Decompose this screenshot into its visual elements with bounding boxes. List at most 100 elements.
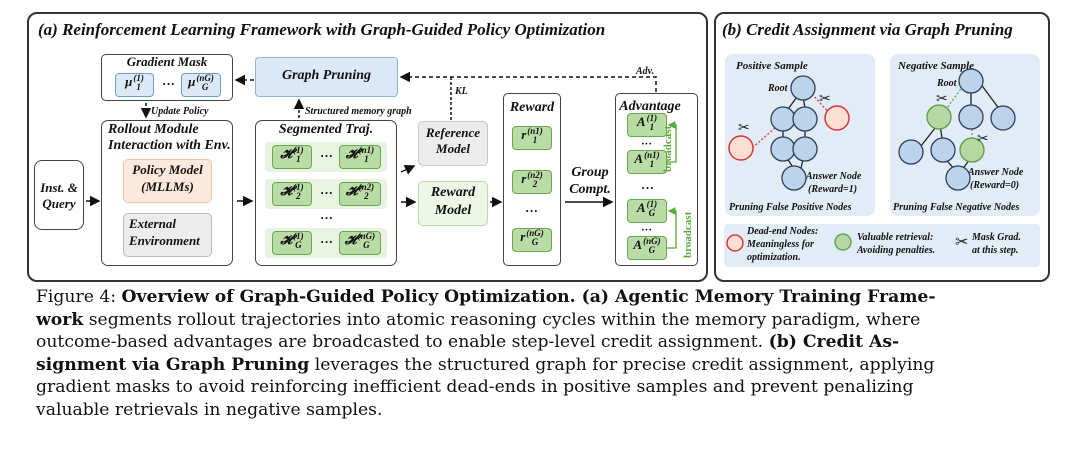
group-compt-line2: Compt. <box>569 182 611 197</box>
mu-last-sub: G <box>201 82 209 93</box>
update-policy-label: Update Policy <box>151 106 209 117</box>
pos-node-l1 <box>770 106 796 132</box>
advantage-sup: (n1) <box>644 150 660 161</box>
reward-sub: G <box>531 237 539 248</box>
neg-node-far-left <box>898 139 924 165</box>
pos-node-l2 <box>770 136 796 162</box>
diagram-line <box>751 127 776 149</box>
mu-first: μ(1)1 <box>115 73 154 97</box>
neg-node-mid <box>958 104 984 130</box>
positive-caption: Pruning False Positive Nodes <box>729 202 852 213</box>
reward-chip-1: r(n1)1 <box>512 126 552 150</box>
advantage-sup: (1) <box>646 199 658 210</box>
segmented-traj-title: Segmented Traj. <box>278 122 374 137</box>
caption-bold: work <box>36 309 84 330</box>
advantage-dots-mid: ··· <box>641 180 655 195</box>
traj-sup: (1) <box>293 145 304 156</box>
reward-base: r <box>521 127 527 142</box>
legend-dead-end-line3: optimization. <box>747 252 801 263</box>
reward-model-line1: Reward <box>430 185 476 200</box>
reward-base: r <box>521 171 527 186</box>
graph-pruning-label: Graph Pruning <box>281 68 372 83</box>
rollout-title-line1: Rollout Module <box>108 122 199 137</box>
broadcast-bracket-2 <box>667 207 677 249</box>
traj-sub: 1 <box>296 154 301 165</box>
reward-model-box <box>418 181 488 226</box>
inst-query-line1: Inst. & <box>40 180 78 195</box>
diagram-line <box>811 93 831 115</box>
caption-text: outcome-based advantages are broadcasted… <box>36 332 769 352</box>
caption-text: valuable retrievals in negative samples. <box>36 399 383 420</box>
advantage-base: A <box>633 237 643 252</box>
advantage-base: A <box>636 200 646 215</box>
policy-model-line1: Policy Model <box>132 162 203 177</box>
traj-chip-1-last: 𝓗(n1)1 <box>339 145 381 169</box>
caption-line: signment via Graph Pruning leverages the… <box>36 354 1046 377</box>
advantage-sub: G <box>648 245 656 256</box>
legend-dead-end-line1: Dead-end Nodes: <box>747 226 819 237</box>
traj-base: 𝓗 <box>280 183 293 198</box>
broadcast-bracket-1 <box>667 121 677 163</box>
caption-text: segments rollout trajectories into atomi… <box>83 309 921 330</box>
caption-line: valuable retrievals in negative samples. <box>36 399 1046 422</box>
positive-root-label: Root <box>768 83 788 94</box>
pos-node-answer <box>781 165 807 191</box>
gradient-mask-title: Gradient Mask <box>126 54 208 69</box>
neg-node-left2 <box>930 137 956 163</box>
traj-sub: 2 <box>296 191 301 202</box>
traj-base: 𝓗 <box>280 146 293 161</box>
scissors-icon: ✂ <box>936 92 948 107</box>
caption-bold: (b) Credit As- <box>768 332 900 352</box>
traj-sub: G <box>295 240 302 251</box>
traj-chip-1-first: 𝓗(1)1 <box>272 145 312 169</box>
reference-model-line1: Reference <box>425 125 481 140</box>
traj-dots-vertical: ··· <box>320 210 334 225</box>
traj-base: 𝓗 <box>280 232 293 247</box>
positive-answer-node-label: Answer Node <box>806 171 862 182</box>
reward-sup: (nG) <box>526 228 544 239</box>
legend-mask-line2: at this step. <box>972 245 1019 256</box>
caption-line: gradient masks to avoid reinforcing inef… <box>36 376 1046 399</box>
pos-node-r2 <box>792 136 818 162</box>
external-environment-box <box>123 213 212 257</box>
pos-node-deadend-right <box>824 105 850 131</box>
legend-dead-end-line2: Meaningless for <box>747 239 814 250</box>
traj-sub: 2 <box>364 191 369 202</box>
scissors-icon: ✂ <box>738 121 750 136</box>
traj-dots-1: ··· <box>320 148 334 163</box>
legend-mask-line1: Mask Grad. <box>972 232 1021 243</box>
reward-chip-g: r(nG)G <box>512 228 552 252</box>
reference-model-box <box>418 121 488 166</box>
reward-model-line2: Model <box>434 203 472 218</box>
mu-last: μ(nG)G <box>181 73 221 97</box>
diagram-line <box>946 85 964 109</box>
advantage-sup: (nG) <box>643 236 661 247</box>
reward-sup: (n1) <box>527 126 543 137</box>
traj-sup: (1) <box>293 182 304 193</box>
traj-chip-2-first: 𝓗(1)2 <box>272 182 312 206</box>
panel-a-title: (a) Reinforcement Learning Framework wit… <box>38 20 606 39</box>
caption-text: gradient masks to avoid reinforcing inef… <box>36 377 914 397</box>
reward-sup: (n2) <box>527 170 543 181</box>
traj-chip-2-last: 𝓗(n2)2 <box>339 182 381 206</box>
neg-node-valuable-1 <box>926 104 952 130</box>
traj-sub: G <box>363 240 370 251</box>
caption-bold: signment via Graph Pruning <box>36 354 310 375</box>
traj-dots-g: ··· <box>320 234 334 249</box>
mu-last-base: μ <box>188 74 196 89</box>
legend-panel <box>724 224 1040 267</box>
caption-line: outcome-based advantages are broadcasted… <box>36 331 1046 354</box>
adv-label: Adv. <box>636 66 655 77</box>
neg-node-right <box>990 105 1016 131</box>
traj-dots-2: ··· <box>320 185 334 200</box>
positive-reward-label: (Reward=1) <box>808 184 858 195</box>
neg-node-valuable-2 <box>959 137 985 163</box>
advantage-base: A <box>636 114 646 129</box>
advantage-dots-g: ··· <box>641 224 653 236</box>
mu-last-sup: (nG) <box>196 73 214 84</box>
policy-model-line2: (MLLMs) <box>141 179 194 194</box>
advantage-chip-1-1: A(1)1 <box>627 113 667 137</box>
scissors-icon: ✂ <box>819 92 831 107</box>
advantage-title: Advantage <box>619 99 681 114</box>
